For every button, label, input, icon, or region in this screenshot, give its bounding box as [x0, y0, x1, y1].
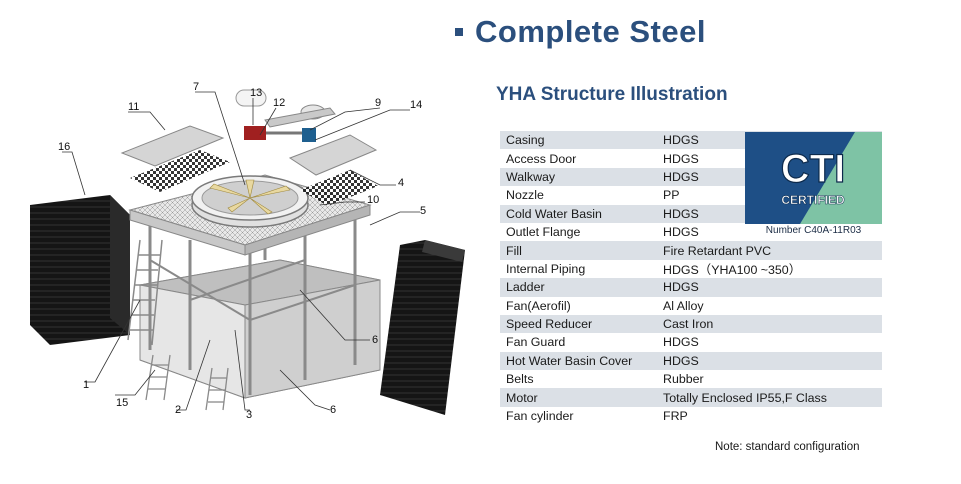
callout-16: 14 — [410, 99, 422, 111]
spec-material: Cast Iron — [656, 314, 882, 334]
callout-6-lower: 6 — [330, 404, 336, 416]
spec-material: Al Alloy — [656, 296, 882, 315]
spec-part: Access Door — [500, 149, 656, 168]
spec-row: Fan(Aerofil)Al Alloy — [500, 296, 882, 315]
spec-material: HDGS — [656, 351, 882, 371]
fan-cylinder — [191, 175, 309, 228]
cti-certificate-number: Number C40A-11R03 — [765, 225, 862, 236]
callout-12: 10 — [367, 194, 379, 206]
spec-part: Fan Guard — [500, 333, 656, 352]
left-fill-pack — [30, 195, 130, 345]
fan-blades — [209, 179, 291, 215]
callout-11: 9 — [375, 97, 381, 109]
spec-part: Belts — [500, 370, 656, 389]
callout-4: 4 — [398, 177, 404, 189]
callout-15: 13 — [250, 87, 262, 99]
cti-certification-badge: CTI CERTIFIED Number C40A-11R03 — [745, 132, 882, 238]
nozzle-array — [130, 150, 378, 206]
ladder-section — [145, 354, 229, 411]
ladder — [127, 239, 163, 346]
cti-logo: CTI CERTIFIED — [745, 132, 882, 224]
callout-14: 12 — [273, 97, 285, 109]
drive-assembly — [235, 89, 336, 142]
leader-lines — [62, 91, 420, 411]
spec-part: Hot Water Basin Cover — [500, 351, 656, 371]
spec-part: Motor — [500, 388, 656, 407]
spec-material: Rubber — [656, 370, 882, 389]
callout-3: 3 — [246, 409, 252, 421]
spec-part: Casing — [500, 131, 656, 150]
footnote: Note: standard configuration — [715, 441, 860, 453]
heading-bullet — [455, 28, 463, 36]
spec-part: Nozzle — [500, 186, 656, 205]
callout-5: 5 — [420, 205, 426, 217]
spec-material: HDGS（YHA100 ~350） — [656, 259, 882, 279]
spec-part: Speed Reducer — [500, 314, 656, 334]
spec-part: Cold Water Basin — [500, 204, 656, 223]
callout-1: 1 — [83, 379, 89, 391]
spec-part: Fan(Aerofil) — [500, 296, 656, 315]
cti-logo-text: CTI — [781, 147, 845, 191]
spec-part: Outlet Flange — [500, 222, 656, 242]
callout-6-upper: 6 — [372, 334, 378, 346]
spec-part: Fill — [500, 241, 656, 260]
callout-7: 16 — [58, 141, 70, 153]
page-heading: Complete Steel — [455, 10, 706, 54]
callout-2: 2 — [175, 404, 181, 416]
spec-part: Ladder — [500, 278, 656, 297]
callout-13: 11 — [128, 101, 139, 113]
spec-material: Fire Retardant PVC — [656, 241, 882, 260]
spec-part: Internal Piping — [500, 259, 656, 279]
spec-material: HDGS — [656, 222, 882, 242]
callout-9: 15 — [116, 397, 128, 409]
callout-labels: 11 7 13 12 9 14 16 4 10 5 6 1 15 2 3 6 — [58, 81, 426, 421]
basin-cover-left — [120, 125, 225, 167]
cti-logo-subtext: CERTIFIED — [781, 193, 845, 207]
spec-material: HDGS — [656, 333, 882, 352]
spec-material: HDGS — [656, 278, 882, 297]
spec-material: FRP — [656, 406, 882, 426]
cooling-tower-illustration: 11 7 13 12 9 14 16 4 10 5 6 1 15 2 3 6 — [30, 81, 465, 421]
spec-part: Walkway — [500, 167, 656, 187]
right-fill-pack — [380, 240, 465, 415]
cold-water-basin — [139, 259, 381, 399]
spec-part: Fan cylinder — [500, 406, 656, 426]
callout-10: 7 — [193, 81, 199, 93]
section-subtitle: YHA Structure Illustration — [496, 84, 728, 105]
basin-cover-right — [288, 134, 378, 176]
spec-material: Totally Enclosed IP55,F Class — [656, 388, 882, 407]
page-title: Complete Steel — [475, 14, 706, 49]
